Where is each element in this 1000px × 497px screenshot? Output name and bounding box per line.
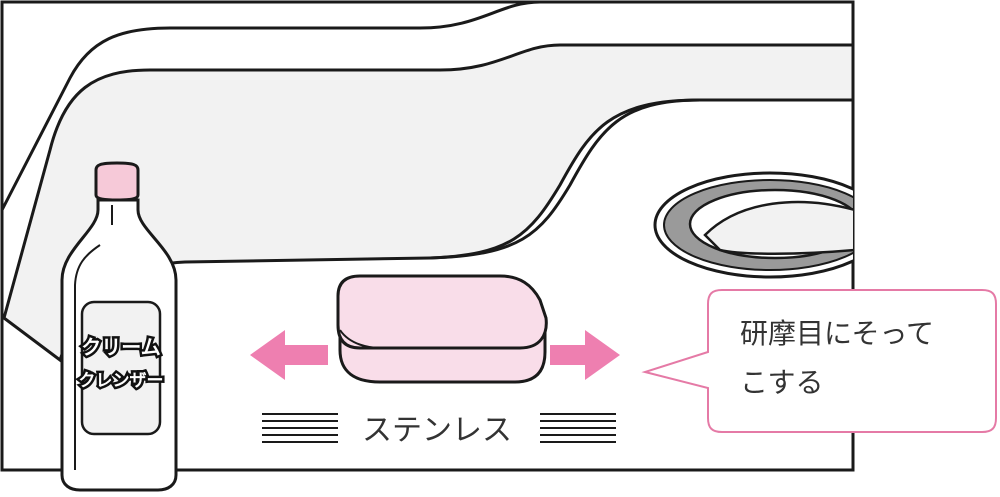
sink-back-rim [0, 0, 541, 211]
cleanser-bottle-icon: クリーム クレンザー [60, 161, 178, 492]
arrow-right-icon [550, 330, 620, 380]
bottle-label-line1: クリーム [81, 335, 160, 359]
sponge-icon [336, 274, 548, 384]
bottle-cap [94, 161, 140, 202]
callout-line2: こする [740, 366, 823, 399]
arrow-left-icon [250, 330, 328, 380]
material-label-group: ステンレス [262, 413, 616, 448]
material-label: ステンレス [362, 413, 512, 448]
callout-bubble: 研摩目にそって こする [641, 289, 997, 433]
speed-lines-right [540, 413, 616, 443]
bottle-label-line2: クレンザー [79, 371, 164, 391]
speed-lines-left [262, 413, 338, 443]
callout-line1: 研摩目にそって [740, 317, 934, 350]
drain-icon [653, 171, 853, 279]
sponge-top [336, 274, 548, 350]
bottle-label-panel [80, 300, 162, 436]
